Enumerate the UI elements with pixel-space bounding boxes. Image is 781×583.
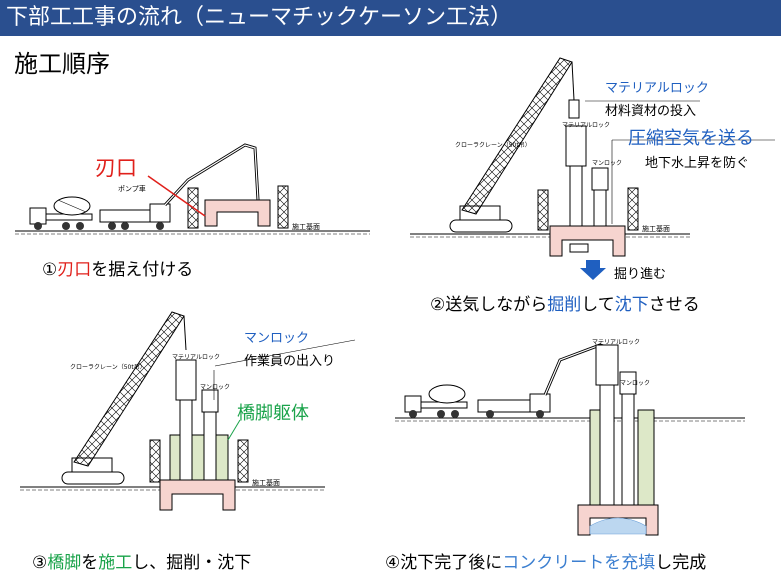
caption-text: し完成 [655, 553, 707, 573]
crane-label: クローラクレーン（50t吊） [455, 142, 531, 149]
lock-label: マテリアルロック [592, 339, 640, 346]
panel2-drawing [410, 57, 775, 280]
step4-caption: ④沈下完了後にコンクリートを充填し完成 [385, 548, 706, 573]
filled-concrete [589, 517, 647, 535]
panel1-drawing [15, 143, 370, 235]
lock-label: マテリアルロック [172, 354, 220, 361]
caisson-edge [204, 199, 271, 227]
edge-label: 刃口 [95, 156, 137, 180]
mixer-truck [29, 196, 93, 230]
pier-body-label: 橋脚躯体 [237, 403, 309, 424]
panel3-drawing [20, 311, 356, 511]
panel4-drawing [395, 343, 745, 536]
ground-label: 施工基面 [252, 479, 280, 487]
pump-truck [477, 343, 614, 418]
prevent-water-label: 地下水上昇を防ぐ [645, 156, 750, 171]
section-heading: 施工順序 [14, 50, 110, 78]
pump-truck-label: ポンプ車 [118, 185, 146, 193]
worker-access-label: 作業員の出入り [244, 354, 336, 369]
caption-text: を [81, 553, 99, 573]
caption-highlight: 沈下 [614, 295, 649, 315]
pump-truck [99, 143, 260, 230]
caption-highlight: 施工 [98, 553, 133, 573]
compressed-air-label: 圧縮空気を送る [628, 128, 754, 149]
dig-down-arrow [580, 260, 606, 280]
step1-caption: ①刃口を据え付ける [42, 255, 193, 280]
material-lock-hang [568, 99, 580, 119]
caption-highlight: 橋脚 [47, 553, 82, 573]
edge-pointer [147, 175, 206, 217]
lock-label: マテリアルロック [562, 122, 610, 129]
caption-text: させる [648, 295, 700, 315]
step-number: ④ [385, 553, 401, 573]
caption-text: し、掘削・沈下 [132, 553, 252, 573]
manlock-label: マンロック [620, 380, 651, 387]
crane-label: クローラクレーン（50t吊） [70, 364, 146, 371]
caption-text: して [581, 295, 615, 315]
ground-label: 施工基面 [642, 225, 670, 233]
caption-text: 送気しながら [445, 295, 548, 315]
manlock-label: マンロック [592, 160, 623, 167]
crawler-crane [61, 311, 187, 485]
pier-body [169, 434, 229, 481]
step-number: ① [42, 260, 58, 280]
step2-caption: ②送気しながら掘削して沈下させる [430, 290, 700, 315]
manlock-label: マンロック [200, 384, 231, 391]
caption-highlight: 刃口 [57, 260, 92, 280]
caisson [549, 225, 626, 257]
caption-highlight: 掘削 [547, 295, 582, 315]
ground-label: 施工基面 [292, 223, 320, 231]
step3-caption: ③橋脚を施工し、掘削・沈下 [32, 548, 251, 573]
man-lock-label: マンロック [244, 331, 310, 346]
step-number: ② [430, 295, 446, 315]
material-lock-label: マテリアルロック [605, 81, 709, 96]
crawler-crane [449, 57, 575, 233]
caption-text: 沈下完了後に [400, 553, 503, 573]
step-number: ③ [32, 553, 48, 573]
mixer-truck [404, 384, 468, 418]
caption-highlight: コンクリートを充填 [502, 553, 656, 573]
page-title: 下部工工事の流れ（ニューマチックケーソン工法） [0, 0, 781, 36]
material-input-label: 材料資材の投入 [605, 104, 697, 119]
caption-text: を据え付ける [91, 260, 194, 280]
dig-down-label: 掘り進む [614, 267, 667, 282]
